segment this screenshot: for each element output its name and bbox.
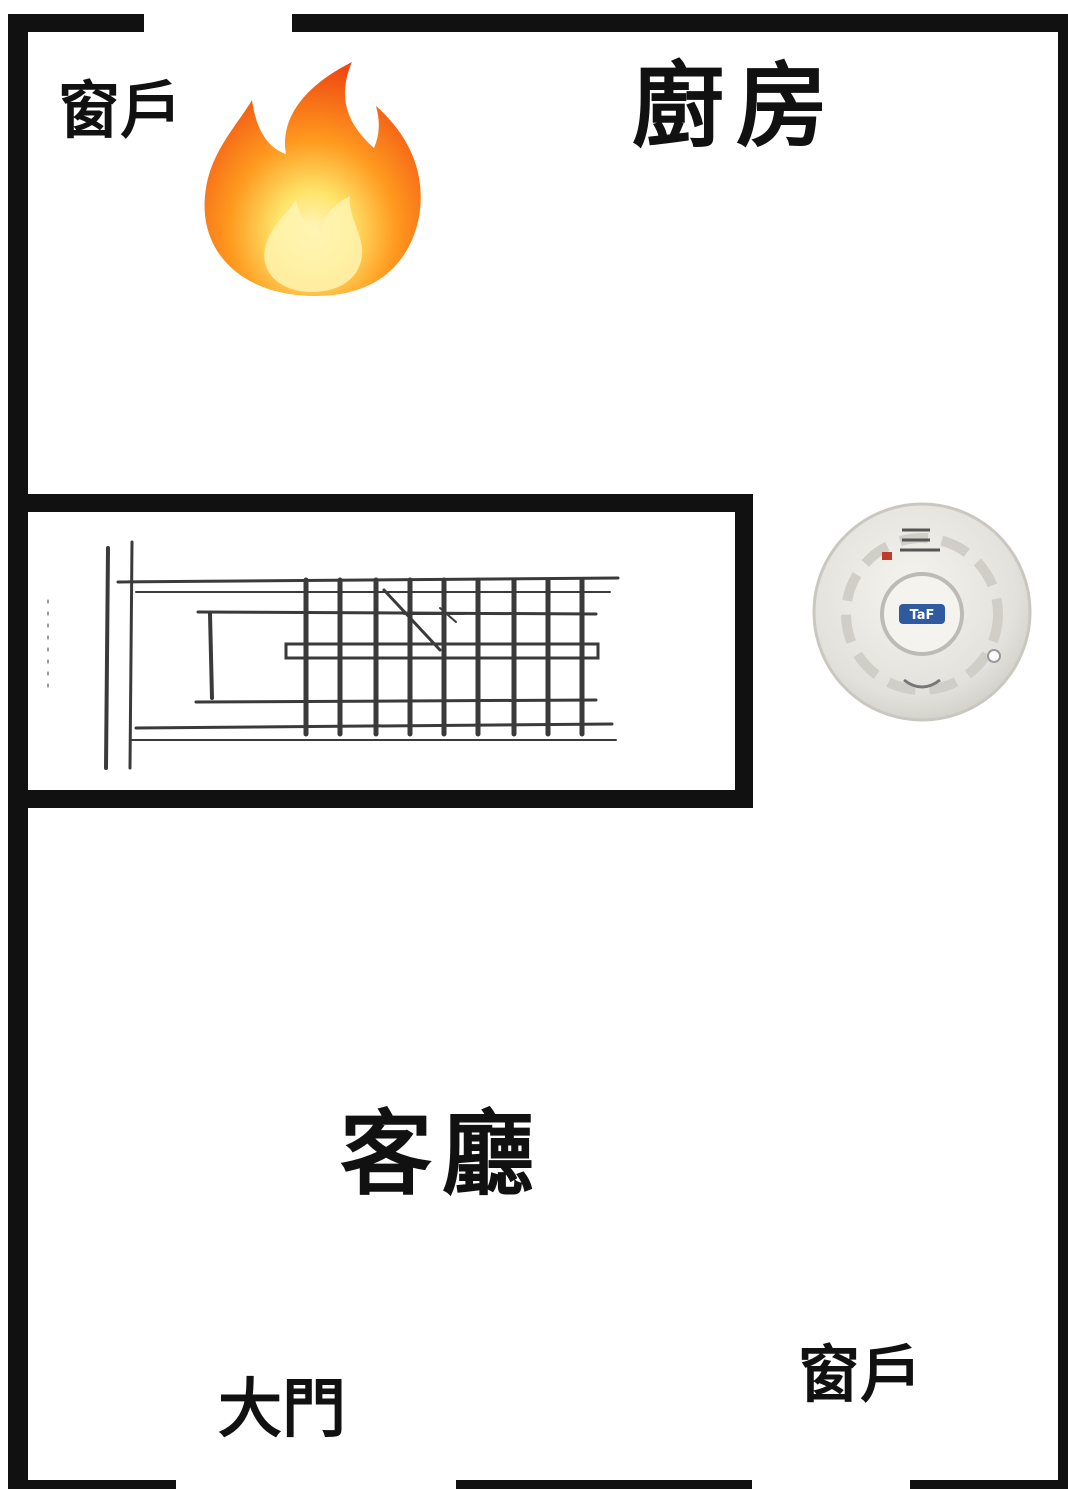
wall-top-left-segment [8,14,144,32]
wall-left [8,14,28,1489]
detector-indicator [882,552,892,560]
flame-inner [264,196,363,292]
stair-wall-bottom [8,790,753,808]
window-label-top: 窗戶 [58,74,183,147]
detector-bottom-mark [903,678,941,689]
flame-outer [204,62,421,296]
wall-bottom-right-segment [910,1480,1068,1489]
main-door-label: 大門 [218,1373,346,1447]
smoke-detector-icon: TaF [812,502,1032,722]
living-room-label: 客廳 [340,1100,545,1208]
stair-enclosure [8,494,753,808]
fire-icon [204,62,421,296]
stair-wall-right [735,494,753,808]
detector-top-mark [900,528,940,552]
wall-bottom-left-segment [8,1480,176,1489]
wall-bottom-middle-segment [456,1480,752,1489]
detector-badge-text: TaF [910,608,935,623]
stair-wall-top [8,494,753,512]
window-label-bottom: 窗戶 [798,1338,923,1411]
detector-badge [899,604,945,624]
staircase-icon [47,540,620,770]
detector-ring [841,533,1003,695]
detector-side-dot [987,649,1001,663]
outer-walls [8,14,1068,1489]
wall-top-right-segment [292,14,1068,32]
kitchen-label: 廚房 [632,52,841,160]
wall-right [1058,14,1068,1489]
